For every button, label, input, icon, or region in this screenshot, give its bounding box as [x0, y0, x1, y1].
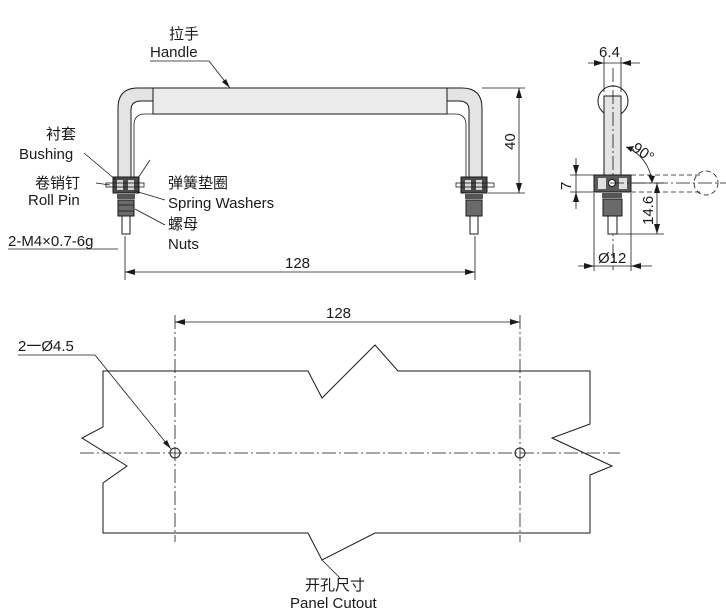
- label-bushing-en: Bushing: [19, 146, 73, 163]
- bushing-left: [112, 176, 140, 194]
- dim-side-7: 7: [558, 182, 575, 190]
- dim-front-height: 40: [502, 133, 519, 150]
- side-washer: [602, 193, 622, 198]
- bushing-right: [460, 176, 488, 194]
- dim-side-width: 6.4: [599, 44, 620, 61]
- label-cutout-cn: 开孔尺寸: [305, 577, 365, 594]
- nut-left: [117, 199, 135, 217]
- side-stud: [607, 215, 618, 235]
- left-hardware: [105, 176, 145, 235]
- label-rollpin-cn: 卷销钉: [35, 175, 80, 192]
- label-bushing-cn: 衬套: [46, 126, 76, 143]
- dim-front-width: 128: [285, 255, 310, 272]
- roll-pin-left: [105, 182, 145, 188]
- label-washer-cn: 弹簧垫圈: [168, 175, 228, 192]
- label-nut-cn: 螺母: [168, 216, 198, 233]
- mount-hole-right: [514, 447, 526, 459]
- dim-side-angle: 90°: [629, 139, 657, 166]
- mount-hole-left: [169, 447, 181, 459]
- dim-side-14-6: 14.6: [640, 196, 657, 225]
- label-cutout-en: Panel Cutout: [290, 595, 378, 612]
- thread-stud-left: [121, 215, 131, 235]
- nut-right: [465, 199, 483, 217]
- label-nut-en: Nuts: [168, 236, 199, 253]
- side-nut: [602, 198, 623, 217]
- label-rollpin-en: Roll Pin: [28, 192, 80, 209]
- dim-side-diameter: Ø12: [598, 250, 626, 267]
- roll-pin-right: [455, 182, 495, 188]
- panel-cutout: [18, 315, 620, 579]
- front-view: [8, 60, 525, 280]
- label-handle-en: Handle: [150, 44, 198, 61]
- label-handle-cn: 拉手: [169, 26, 199, 43]
- handle-left-leg: [117, 87, 154, 181]
- spring-washer-left: [117, 194, 135, 199]
- handle-grip: [152, 87, 448, 115]
- right-hardware: [455, 176, 495, 235]
- label-hole: 2一Ø4.5: [18, 338, 74, 355]
- spring-washer-right: [465, 194, 483, 199]
- side-leg: [603, 95, 622, 176]
- rotated-grip-circle: [693, 170, 719, 196]
- side-view: [570, 57, 726, 271]
- dim-cutout-width: 128: [326, 305, 351, 322]
- label-washer-en: Spring Washers: [168, 195, 274, 212]
- label-thread: 2-M4×0.7-6g: [8, 233, 93, 250]
- thread-stud-right: [469, 215, 479, 235]
- handle-right-leg: [446, 87, 483, 181]
- panel-outline: [80, 344, 614, 561]
